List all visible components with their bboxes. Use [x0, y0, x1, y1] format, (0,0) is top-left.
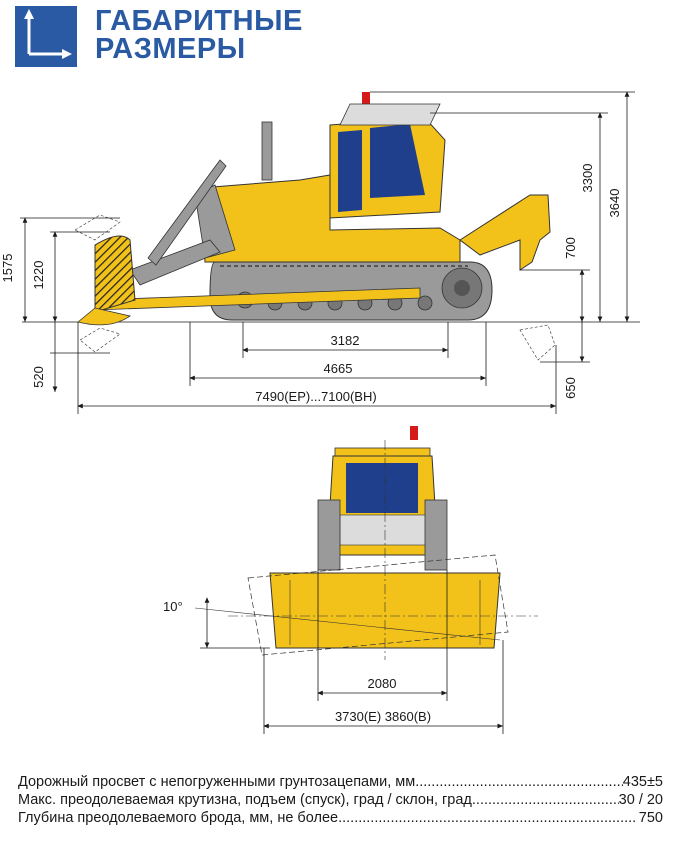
dim-track-length: 4665 — [324, 361, 353, 376]
spec-value: 750 — [638, 810, 663, 826]
title-line-2: РАЗМЕРЫ — [95, 33, 246, 65]
specs-list: Дорожный просвет с непогруженными грунто… — [18, 773, 663, 827]
dim-ripper-lift: 700 — [563, 237, 578, 259]
spec-label: Глубина преодолеваемого брода, мм, не бо… — [18, 810, 339, 826]
dim-track-gauge: 2080 — [368, 676, 397, 691]
spec-row: Макс. преодолеваемая крутизна, подъем (с… — [18, 791, 663, 809]
side-view-bulldozer — [22, 92, 640, 361]
dim-tilt-angle: 10° — [163, 599, 183, 614]
dim-blade-drop: 520 — [31, 366, 46, 388]
spec-value: 435±5 — [622, 774, 663, 790]
spec-row: Дорожный просвет с непогруженными грунто… — [18, 773, 663, 791]
dim-ripper-depth: 650 — [563, 377, 578, 399]
dim-track-base: 3182 — [331, 333, 360, 348]
spec-leader: ........................................… — [415, 774, 623, 790]
spec-leader: ........................................… — [471, 792, 619, 808]
page-title: ГАБАРИТНЫЕ РАЗМЕРЫ — [95, 5, 303, 65]
spec-label: Макс. преодолеваемая крутизна, подъем (с… — [18, 792, 472, 808]
dim-blade-width: 3730(Е) 3860(В) — [335, 709, 431, 724]
logo — [15, 6, 77, 67]
spec-leader: ........................................… — [338, 810, 637, 826]
spec-label: Дорожный просвет с непогруженными грунто… — [18, 774, 416, 790]
spec-row: Глубина преодолеваемого брода, мм, не бо… — [18, 809, 663, 827]
dim-blade-lift: 1220 — [31, 261, 46, 290]
dim-overall-height: 3640 — [607, 189, 622, 218]
dim-overall-length: 7490(ЕР)...7100(ВН) — [255, 389, 376, 404]
dimensions-drawing: 1575 1220 520 3182 4665 7490(ЕР)...7100(… — [0, 91, 640, 734]
spec-value: 30 / 20 — [618, 792, 663, 808]
dim-cab-height: 3300 — [580, 164, 595, 193]
dim-blade-height: 1575 — [0, 254, 15, 283]
title-line-1: ГАБАРИТНЫЕ — [95, 5, 303, 37]
front-view-bulldozer — [194, 426, 538, 660]
dimension-arrows-icon — [24, 9, 72, 59]
